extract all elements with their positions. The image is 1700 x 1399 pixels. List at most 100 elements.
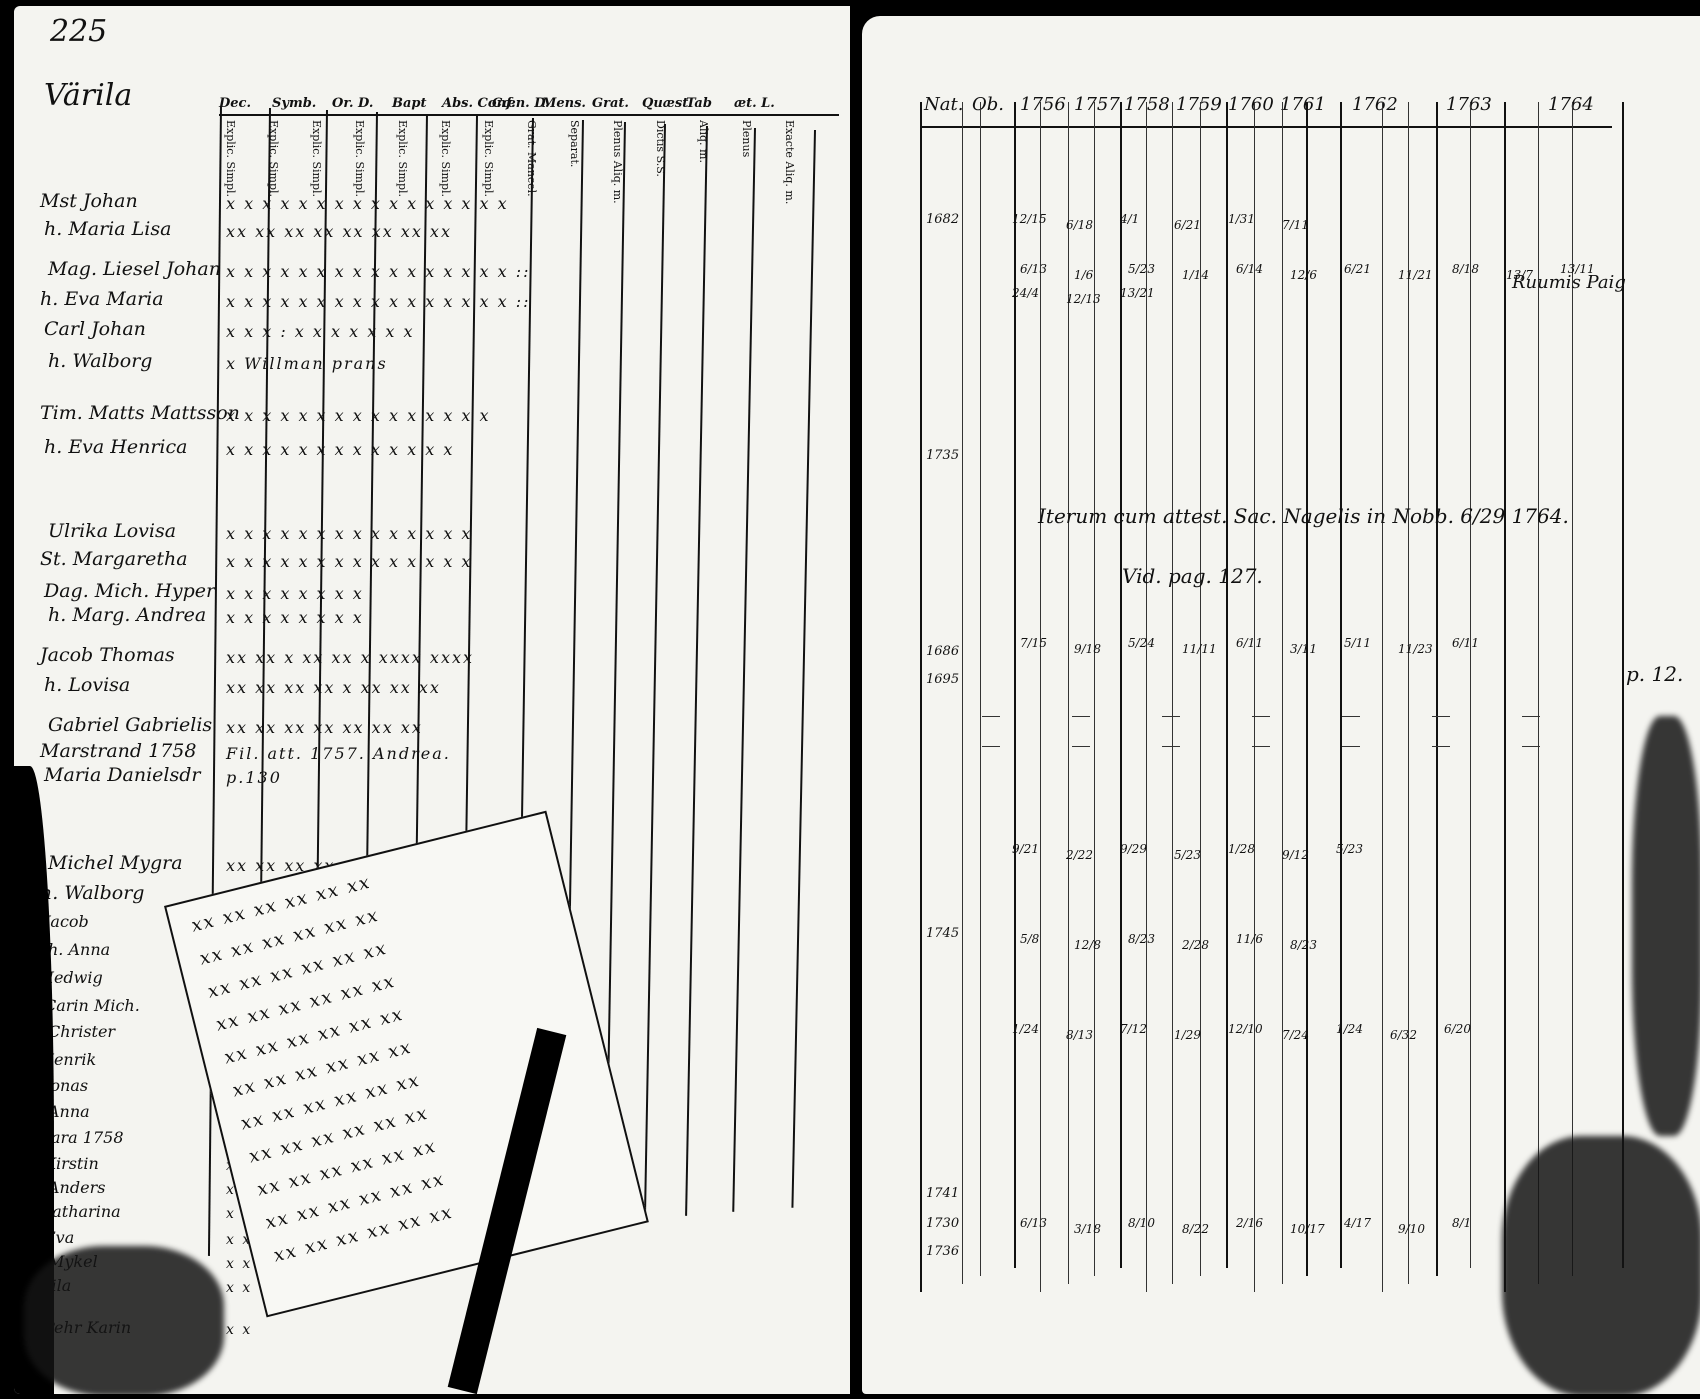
year-rule bbox=[1172, 102, 1173, 1284]
date-fraction: 6/32 bbox=[1390, 1028, 1417, 1042]
date-fraction: 8/13 bbox=[1066, 1028, 1093, 1042]
year-rule bbox=[1306, 102, 1308, 1276]
dash-rule bbox=[1162, 716, 1180, 717]
parishioner-name: Jacob bbox=[44, 912, 89, 931]
dash-rule bbox=[1342, 746, 1360, 747]
column-header: Tab bbox=[686, 96, 712, 111]
parishioner-name: h. Walborg bbox=[48, 350, 153, 372]
date-fraction: 12/10 bbox=[1228, 1022, 1263, 1036]
sub-header: Plenus Aliq. m. bbox=[611, 120, 624, 204]
date-fraction: 8/10 bbox=[1128, 1216, 1155, 1230]
parishioner-name: Christer bbox=[48, 1022, 116, 1041]
attendance-marks: xx xx xx xx xx xx xx bbox=[226, 718, 423, 737]
date-fraction: 8/1 bbox=[1452, 1216, 1472, 1230]
year-rule bbox=[1340, 102, 1342, 1268]
parishioner-name: h. Anna bbox=[48, 940, 111, 959]
date-fraction: 6/20 bbox=[1444, 1022, 1471, 1036]
column-rule bbox=[791, 130, 816, 1208]
attendance-marks: x x bbox=[226, 1280, 253, 1296]
date-fraction: 11/6 bbox=[1236, 932, 1263, 946]
ink-stain-right bbox=[1502, 1136, 1700, 1394]
year-header: 1757 bbox=[1074, 94, 1120, 115]
date-fraction: 2/16 bbox=[1236, 1216, 1263, 1230]
parishioner-name: Anna bbox=[48, 1102, 90, 1121]
attendance-marks: x x x x x x x x x x x x x x x x :: bbox=[226, 292, 531, 311]
attendance-marks: x x x x x x x x bbox=[226, 584, 364, 603]
date-fraction: 6/18 bbox=[1066, 218, 1093, 232]
attendance-marks: x x x x x x x x x x x x x x bbox=[226, 552, 473, 571]
sub-header: Separat. bbox=[568, 120, 581, 168]
parishioner-name: Maria Danielsdr bbox=[44, 764, 201, 786]
date-fraction: 5/23 bbox=[1336, 842, 1363, 856]
column-header: Cœn. D. bbox=[492, 96, 550, 111]
parishioner-name: Jonas bbox=[44, 1076, 89, 1095]
year-header: 1760 bbox=[1228, 94, 1274, 115]
parishioner-name: Michel Mygra bbox=[48, 852, 183, 874]
sub-header: Aliq. m. bbox=[697, 120, 710, 163]
sub-header: Exacte Aliq. m. bbox=[783, 120, 796, 205]
attendance-marks: x x x x x x x x x x x x x x bbox=[226, 524, 473, 543]
date-fraction: 1/14 bbox=[1182, 268, 1209, 282]
parishioner-name: St. Margaretha bbox=[40, 548, 188, 570]
year-rule bbox=[1014, 102, 1016, 1268]
date-fraction: 5/8 bbox=[1020, 932, 1040, 946]
date-fraction: 1/24 bbox=[1336, 1022, 1363, 1036]
year-rule bbox=[1120, 102, 1122, 1268]
date-fraction: 9/10 bbox=[1398, 1222, 1425, 1236]
attendance-marks: x x x x x x x x x x x x x x x bbox=[226, 406, 491, 425]
column-rule bbox=[685, 126, 708, 1216]
parishioner-name: Dag. Mich. Hyper bbox=[44, 580, 216, 602]
year-rule bbox=[980, 102, 981, 1276]
dash-rule bbox=[1432, 746, 1450, 747]
date-fraction: 10/17 bbox=[1290, 1222, 1325, 1236]
year-rule bbox=[1040, 102, 1041, 1292]
year-rule bbox=[1622, 102, 1624, 1268]
annotation-ruumis: Ruumis Paig bbox=[1512, 272, 1626, 293]
date-fraction: 9/21 bbox=[1012, 842, 1039, 856]
attendance-marks: x Willman prans bbox=[226, 354, 388, 373]
attendance-marks: xx xx x xx xx x xxxx xxxx bbox=[226, 648, 475, 667]
parishioner-name: Henrik bbox=[40, 1050, 97, 1069]
year-rule bbox=[1470, 102, 1471, 1268]
year-rule bbox=[920, 102, 922, 1292]
year-rule bbox=[1408, 102, 1409, 1284]
year-header: 1763 bbox=[1446, 94, 1492, 115]
attendance-marks: x x x : x x x x x x x bbox=[226, 322, 415, 341]
birth-year: 1735 bbox=[926, 448, 960, 463]
parishioner-name: Gabriel Gabrielis bbox=[48, 714, 213, 736]
date-fraction: 12/8 bbox=[1074, 938, 1101, 952]
year-header-rule bbox=[922, 126, 1612, 128]
attendance-marks: x x bbox=[226, 1256, 253, 1272]
year-rule bbox=[1200, 102, 1201, 1276]
parishioner-name: Catharina bbox=[40, 1202, 121, 1221]
parishioner-name: Carin Mich. bbox=[44, 996, 140, 1015]
date-fraction: 9/18 bbox=[1074, 642, 1101, 656]
year-rule bbox=[1068, 102, 1069, 1284]
attendance-marks: x x x x x x x x bbox=[226, 608, 364, 627]
date-fraction: 5/23 bbox=[1174, 848, 1201, 862]
column-header: Bapt bbox=[392, 96, 427, 111]
year-rule bbox=[1504, 102, 1506, 1292]
edge-stain-right bbox=[1632, 716, 1700, 1136]
date-fraction: 6/21 bbox=[1344, 262, 1371, 276]
dash-rule bbox=[982, 716, 1000, 717]
right-page: Nat.Ob.175617571758175917601761176217631… bbox=[862, 16, 1700, 1394]
village-name: Värila bbox=[44, 78, 133, 113]
parishioner-name: Kirstin bbox=[44, 1154, 99, 1173]
date-fraction: 8/22 bbox=[1182, 1222, 1209, 1236]
attendance-marks: p.130 bbox=[226, 768, 282, 787]
column-header: æt. L. bbox=[734, 96, 775, 111]
year-rule bbox=[1282, 102, 1283, 1284]
parishioner-name: h. Maria Lisa bbox=[44, 218, 172, 240]
birth-year: 1695 bbox=[926, 672, 960, 687]
date-fraction: 8/23 bbox=[1128, 932, 1155, 946]
date-fraction: 5/24 bbox=[1128, 636, 1155, 650]
date-fraction: 1/6 bbox=[1074, 268, 1094, 282]
year-rule bbox=[1146, 102, 1147, 1292]
year-rule bbox=[962, 102, 963, 1284]
dash-rule bbox=[1522, 746, 1540, 747]
year-rule bbox=[1572, 102, 1573, 1276]
birth-year: 1686 bbox=[926, 644, 960, 659]
date-fraction: 8/23 bbox=[1290, 938, 1317, 952]
